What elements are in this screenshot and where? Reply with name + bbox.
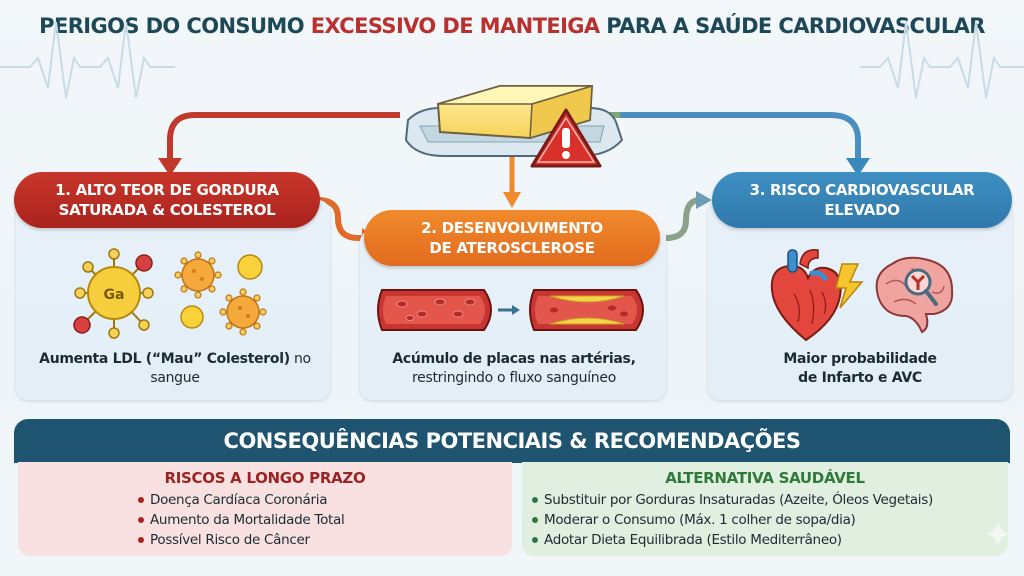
bullet-icon	[532, 497, 538, 503]
risk-item: Possível Risco de Câncer	[138, 530, 512, 550]
lightning-icon	[835, 263, 864, 309]
page-title: PERIGOS DO CONSUMO EXCESSIVO DE MANTEIGA…	[0, 14, 1024, 38]
step3-card	[708, 200, 1012, 400]
step3-title-line1: 3. RISCO CARDIOVASCULAR	[749, 181, 975, 199]
risk-item: Aumento da Mortalidade Total	[138, 510, 512, 530]
bullet-icon	[138, 517, 144, 523]
alternative-title: ALTERNATIVA SAUDÁVEL	[665, 469, 865, 487]
warning-icon	[530, 108, 602, 168]
title-prefix: PERIGOS DO CONSUMO	[39, 14, 311, 38]
svg-text:Ga: Ga	[104, 287, 125, 303]
step2-title-line1: 2. DESENVOLVIMENTO	[421, 219, 603, 237]
heart-brain-icon	[770, 249, 954, 342]
bullet-icon	[138, 537, 144, 543]
step3-header: 3. RISCO CARDIOVASCULAR ELEVADO	[712, 172, 1012, 228]
risk-item: Doença Cardíaca Coronária	[138, 490, 512, 510]
alternative-item: Moderar o Consumo (Máx. 1 colher de sopa…	[532, 510, 1008, 530]
arrow-head-step2-icon	[503, 192, 521, 208]
step1-title-line1: 1. ALTO TEOR DE GORDURA	[55, 181, 279, 199]
arrow-head-step1-icon	[158, 158, 182, 176]
step1-header: 1. ALTO TEOR DE GORDURA SATURADA & COLES…	[14, 172, 320, 228]
step2-header: 2. DESENVOLVIMENTO DE ATEROSCLEROSE	[364, 210, 660, 266]
risks-title: RISCOS A LONGO PRAZO	[164, 469, 366, 487]
bullet-icon	[532, 537, 538, 543]
connector-step2-to-step3	[665, 197, 701, 241]
artery-plaque-icon	[377, 289, 644, 331]
risks-list: Doença Cardíaca Coronária Aumento da Mor…	[18, 490, 512, 550]
alternative-item: Adotar Dieta Equilibrada (Estilo Mediter…	[532, 530, 1008, 550]
step3-caption: Maior probabilidade de Infarto e AVC	[780, 350, 940, 388]
step1-caption-rest: no sangue	[150, 351, 311, 386]
bottom-header: CONSEQUÊNCIAS POTENCIAIS & RECOMENDAÇÕES	[14, 419, 1010, 463]
arrow-butter-to-step1	[167, 112, 400, 160]
arrow-butter-to-step3	[620, 112, 861, 160]
heart-icon	[770, 249, 842, 342]
ecg-line-left-icon	[0, 21, 175, 99]
step1-card	[16, 200, 330, 400]
step1-caption: Aumenta LDL (“Mau” Colesterol) no sangue	[30, 350, 320, 388]
step3-title-line2: ELEVADO	[824, 201, 900, 219]
ecg-line-right-icon	[860, 21, 1024, 99]
step2-caption-rest: restringindo o fluxo sanguíneo	[412, 370, 616, 386]
bullet-icon	[138, 497, 144, 503]
step2-caption: Acúmulo de placas nas artérias, restring…	[366, 350, 662, 388]
title-suffix: PARA A SAÚDE CARDIOVASCULAR	[599, 14, 985, 38]
arrow-head-step3-icon	[846, 158, 870, 176]
bullet-icon	[532, 517, 538, 523]
butter-dish-icon	[404, 84, 624, 157]
step2-caption-bold: Acúmulo de placas nas artérias,	[392, 351, 636, 367]
connector-step1-to-step2	[317, 197, 366, 241]
alternative-panel: ALTERNATIVA SAUDÁVEL Substituir por Gord…	[522, 462, 1008, 556]
step2-title-line2: DE ATEROSCLEROSE	[429, 239, 595, 257]
alternative-list: Substituir por Gorduras Insaturadas (Aze…	[522, 490, 1008, 550]
risks-panel: RISCOS A LONGO PRAZO Doença Cardíaca Cor…	[18, 462, 512, 556]
title-highlight: EXCESSIVO DE MANTEIGA	[310, 14, 601, 38]
sparkle-icon	[986, 522, 1010, 546]
brain-icon	[875, 256, 954, 334]
ldl-molecules-icon: Ga	[73, 248, 267, 339]
alternative-item: Substituir por Gorduras Insaturadas (Aze…	[532, 490, 1008, 510]
step1-title-line2: SATURADA & COLESTEROL	[58, 201, 276, 219]
step1-caption-bold: Aumenta LDL (“Mau” Colesterol)	[39, 351, 290, 367]
step3-caption-bold: Maior probabilidade de Infarto e AVC	[783, 351, 937, 386]
